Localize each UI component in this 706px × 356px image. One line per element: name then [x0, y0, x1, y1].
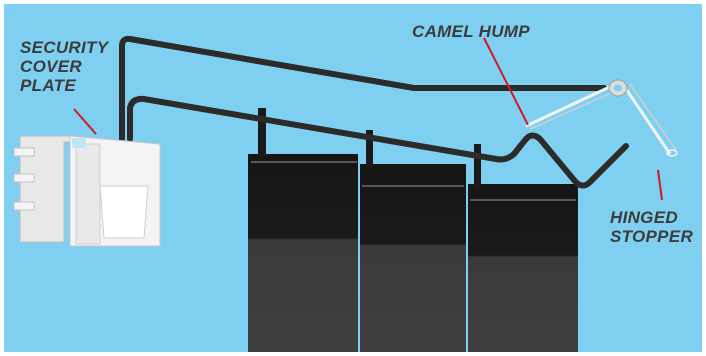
- product-illustration: SECURITY COVER PLATE CAMEL HUMP HINGED S…: [4, 4, 702, 352]
- security-cover-plate-leader: [74, 109, 96, 134]
- hanging-package-2: [360, 130, 466, 352]
- security-cover-plate-label: SECURITY COVER PLATE: [20, 38, 108, 95]
- security-cover-plate-label-line-3: PLATE: [20, 76, 108, 95]
- security-cover-plate-part: [14, 136, 160, 246]
- hinged-stopper-label: HINGED STOPPER: [610, 208, 693, 246]
- hanging-package-1: [248, 108, 358, 352]
- camel-hump-label-text: CAMEL HUMP: [412, 22, 530, 41]
- camel-hump-label: CAMEL HUMP: [412, 22, 530, 41]
- hinged-stopper-part: [526, 80, 677, 156]
- hinged-stopper-leader: [658, 170, 662, 200]
- security-cover-plate-label-line-2: COVER: [20, 57, 108, 76]
- security-cover-plate-label-line-1: SECURITY: [20, 38, 108, 57]
- hinged-stopper-label-line-1: HINGED: [610, 208, 693, 227]
- hook-diagram: [4, 4, 702, 352]
- camel-hump-leader: [484, 38, 528, 125]
- hinged-stopper-label-line-2: STOPPER: [610, 227, 693, 246]
- hanging-package-3: [468, 144, 578, 352]
